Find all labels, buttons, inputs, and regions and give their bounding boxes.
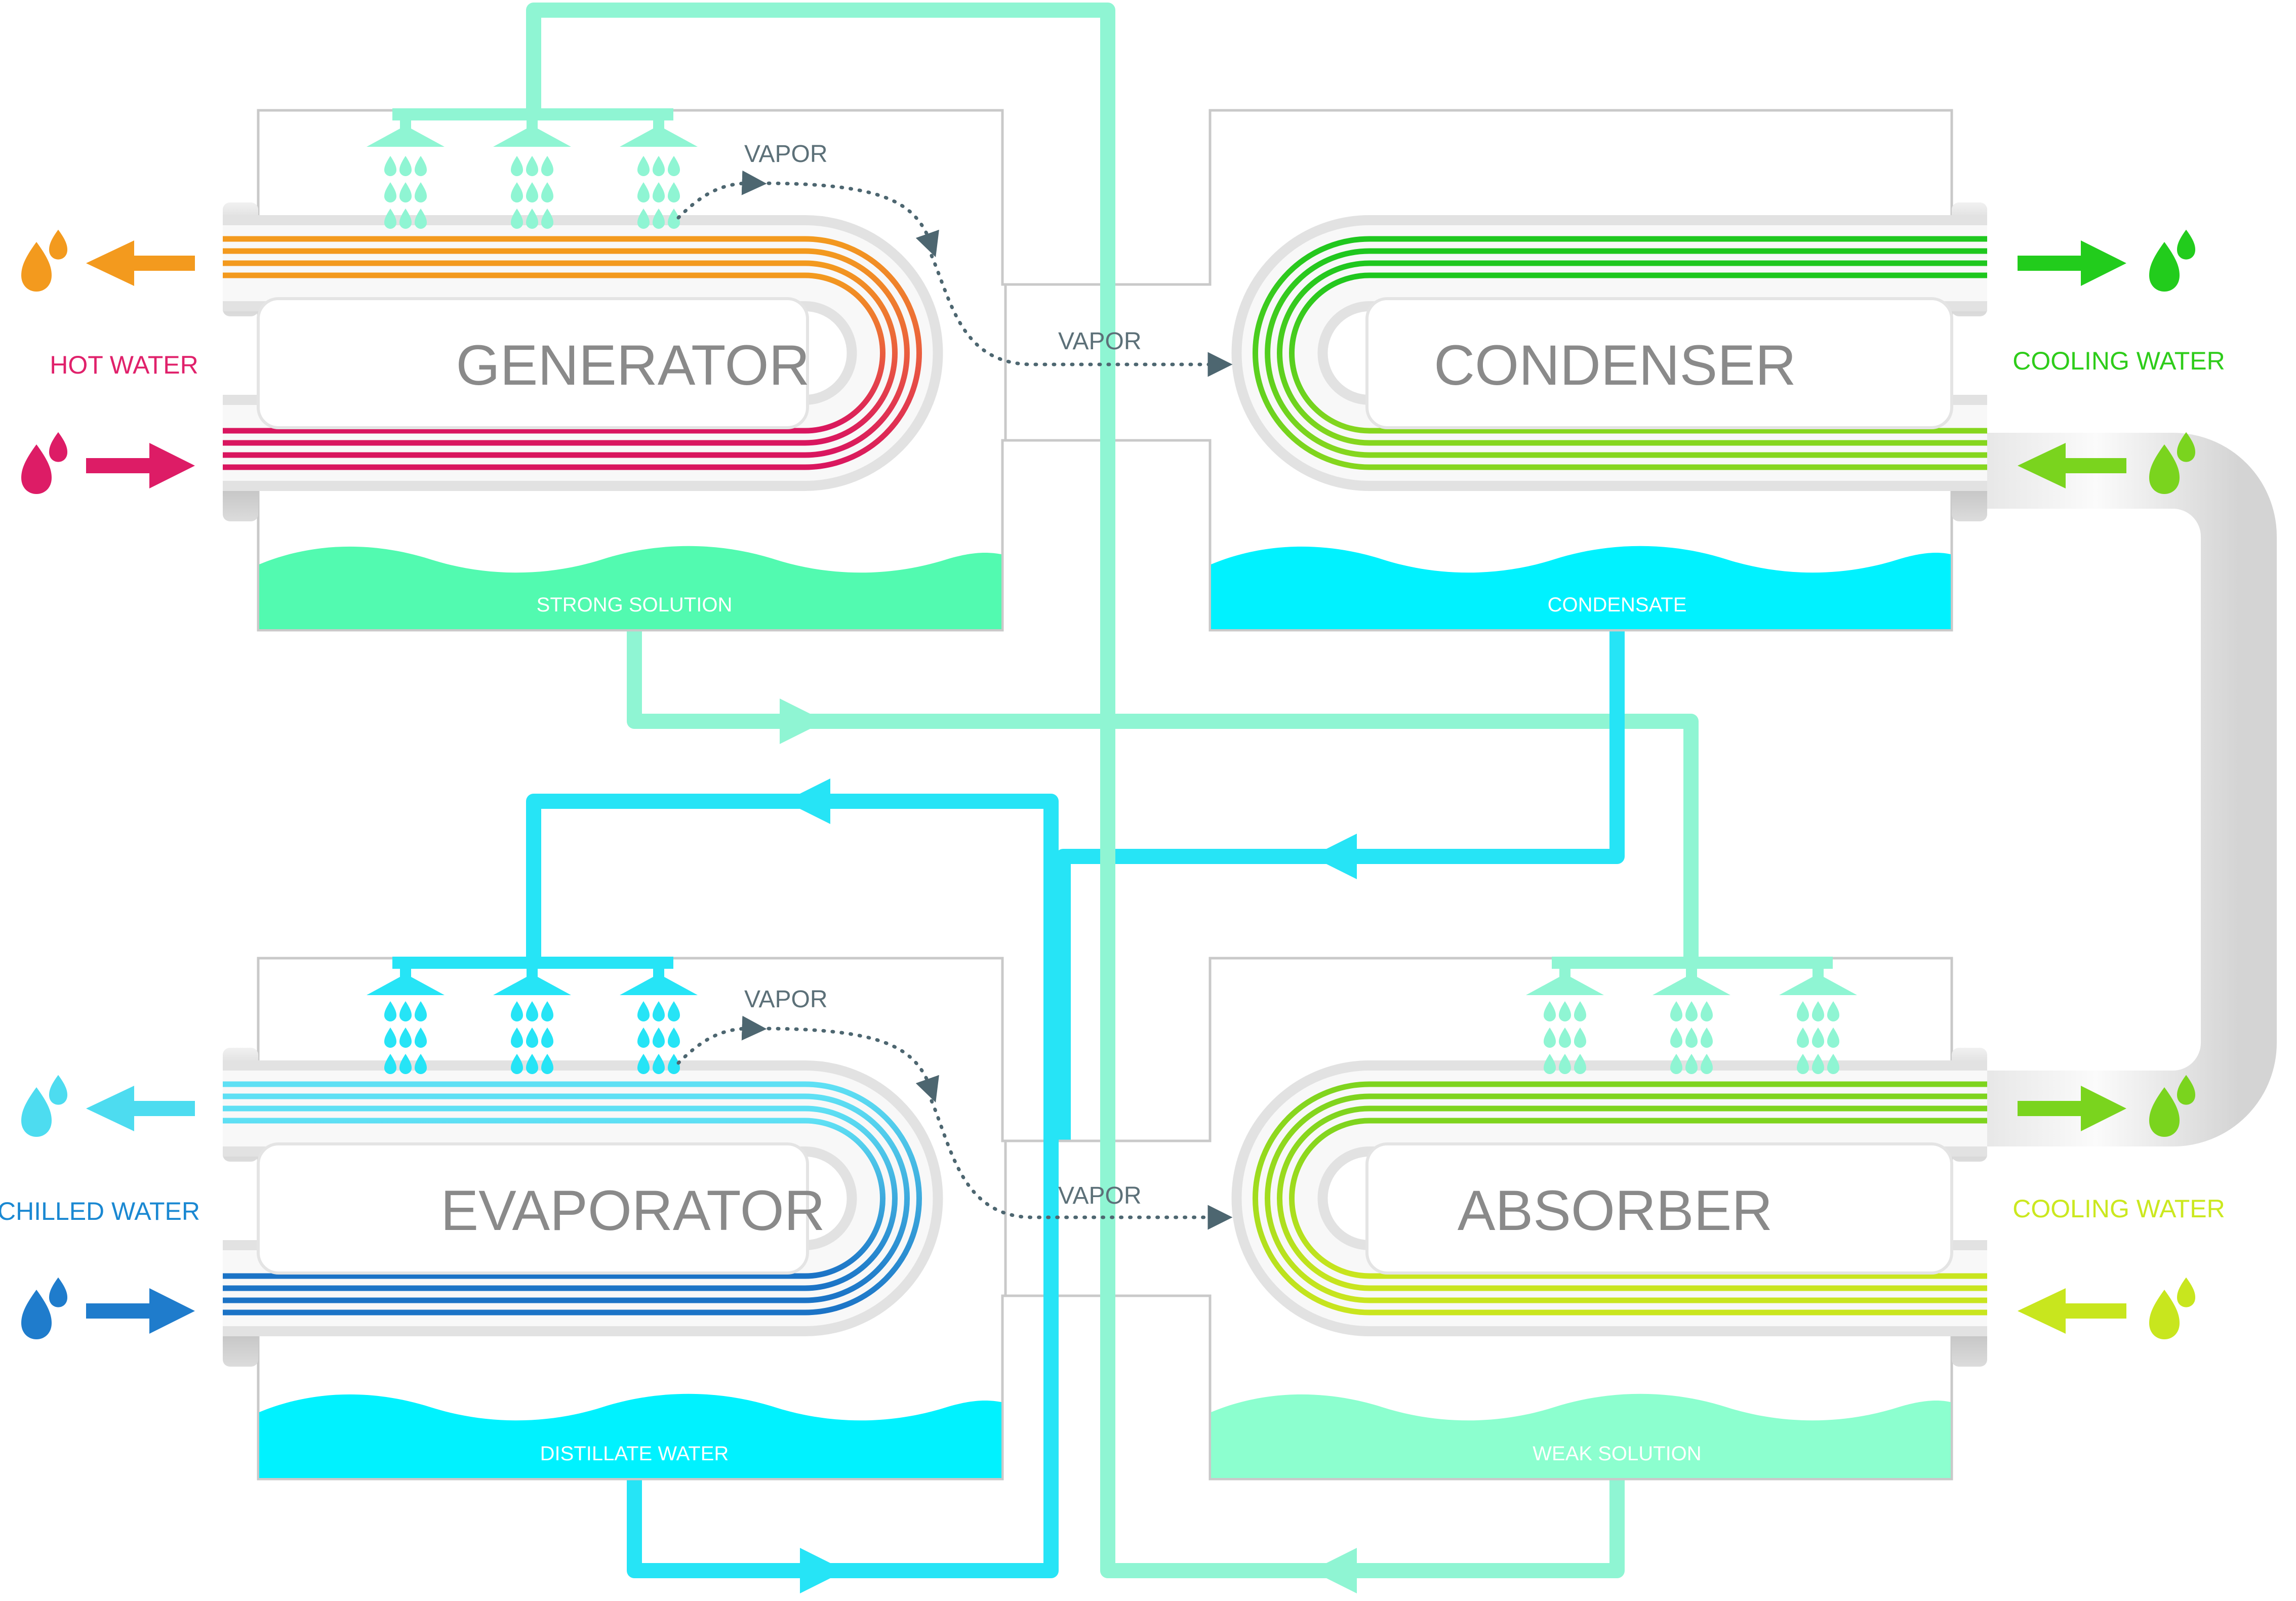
flow-arrow-icon <box>780 699 825 744</box>
cooling-water-bottom-label: COOLING WATER <box>2012 1195 2225 1223</box>
cooling-water-return-inlet <box>2018 432 2195 494</box>
water-drop-icon <box>21 1087 52 1137</box>
absorber-title: ABSORBER <box>1458 1179 1773 1242</box>
water-drop-icon <box>49 229 67 260</box>
cooling-water-mid-outlet <box>2018 1075 2195 1137</box>
strong-solution-label: STRONG SOLUTION <box>537 594 733 616</box>
water-drop-icon <box>49 432 67 462</box>
evaporator-vapor-arrow <box>676 1015 767 1065</box>
condenser-title-panel <box>1365 297 1953 429</box>
absorber-title-panel <box>1365 1142 1953 1275</box>
flow-arrow-icon <box>2018 1086 2126 1131</box>
weak-solution-pool <box>1211 1393 1951 1478</box>
center-pipes <box>1043 10 1115 1571</box>
spray-nozzle-icon <box>367 126 445 147</box>
vapor-paths <box>676 170 1233 1230</box>
flow-arrow-icon <box>86 443 195 488</box>
distillate-water-label: DISTILLATE WATER <box>540 1443 729 1465</box>
generator-title-panel <box>257 297 809 429</box>
vapor-to-condenser-arrow <box>930 254 1233 377</box>
water-drop-icon <box>511 1001 553 1074</box>
condenser-coil <box>1231 202 1987 521</box>
condenser-title: CONDENSER <box>1434 334 1796 397</box>
flow-arrow-icon <box>1311 1548 1357 1593</box>
spray-nozzle-icon <box>1526 974 1604 995</box>
generator-vapor-arrow <box>757 181 939 258</box>
pipe-flow-arrows <box>780 699 1357 1593</box>
water-drop-icon <box>1544 1001 1586 1074</box>
spray-nozzle-icon <box>493 126 571 147</box>
evaporator-title: EVAPORATOR <box>440 1179 825 1242</box>
absorber-spray-header <box>1526 957 1857 1074</box>
water-drop-icon <box>2177 1277 2195 1307</box>
water-drop-icon <box>384 156 427 229</box>
water-drop-icon <box>1797 1001 1839 1074</box>
vapor-label: VAPOR <box>744 141 827 168</box>
flow-arrow-icon <box>1311 834 1357 879</box>
spray-nozzle-icon <box>493 974 571 995</box>
water-drop-icon <box>2149 1290 2180 1339</box>
hot-water-outlet <box>21 229 195 292</box>
vapor-label: VAPOR <box>1058 1182 1141 1209</box>
chilled-water-outlet <box>21 1075 195 1137</box>
flow-arrow-icon <box>785 778 830 824</box>
hot-water-label: HOT WATER <box>50 351 198 379</box>
strong-solution-pipe <box>627 619 1699 971</box>
spray-nozzle-icon <box>620 126 698 147</box>
evaporator-spray-header <box>367 957 698 1074</box>
flow-arrow-icon <box>800 1548 845 1593</box>
water-drop-icon <box>511 156 553 229</box>
water-drop-icon <box>637 1001 680 1074</box>
flow-arrow-icon <box>86 1288 195 1334</box>
hot-water-inlet <box>21 432 195 494</box>
flow-arrow-icon <box>2018 240 2126 286</box>
cooling-water-inlet <box>2018 1277 2195 1339</box>
vapor-label: VAPOR <box>1058 328 1141 355</box>
water-drop-icon <box>384 1001 427 1074</box>
flow-arrow-icon <box>2018 443 2126 488</box>
generator-coil <box>223 202 943 521</box>
evaporator-title-panel <box>257 1142 809 1275</box>
generator-vapor-arrow <box>676 170 767 220</box>
strong-solution-pool <box>259 546 1001 629</box>
water-drop-icon <box>49 1075 67 1105</box>
water-drop-icon <box>21 242 52 292</box>
cooling-water-top-label: COOLING WATER <box>2012 347 2225 375</box>
absorber-coil <box>1231 1048 1987 1367</box>
water-drop-icon <box>2177 229 2195 260</box>
water-drop-icon <box>637 156 680 229</box>
flow-arrow-icon <box>2018 1288 2126 1334</box>
water-drop-icon <box>49 1277 67 1307</box>
evaporator-coil <box>223 1048 943 1367</box>
spray-nozzle-icon <box>367 974 445 995</box>
cooling-water-return-pipe <box>1980 433 2277 1146</box>
evaporator-vapor-arrow <box>757 1027 939 1103</box>
generator-title: GENERATOR <box>456 334 810 397</box>
spray-nozzle-icon <box>1653 974 1730 995</box>
spray-nozzle-icon <box>620 974 698 995</box>
water-drop-icon <box>1670 1001 1713 1074</box>
generator-spray-header <box>367 108 698 229</box>
water-drop-icon <box>21 1290 52 1339</box>
distillate-water-pool <box>259 1393 1001 1478</box>
flow-arrow-icon <box>86 240 195 286</box>
condensate-pool <box>1211 546 1951 629</box>
vapor-label: VAPOR <box>744 986 827 1013</box>
cooling-water-outlet <box>2018 229 2195 292</box>
chilled-water-inlet <box>21 1277 195 1339</box>
condensate-label: CONDENSATE <box>1548 594 1687 616</box>
water-drop-icon <box>21 444 52 494</box>
water-drop-icon <box>2149 242 2180 292</box>
flow-arrow-icon <box>86 1086 195 1131</box>
chilled-water-label: CHILLED WATER <box>0 1197 200 1225</box>
spray-nozzle-icon <box>1779 974 1857 995</box>
weak-solution-label: WEAK SOLUTION <box>1533 1443 1701 1465</box>
